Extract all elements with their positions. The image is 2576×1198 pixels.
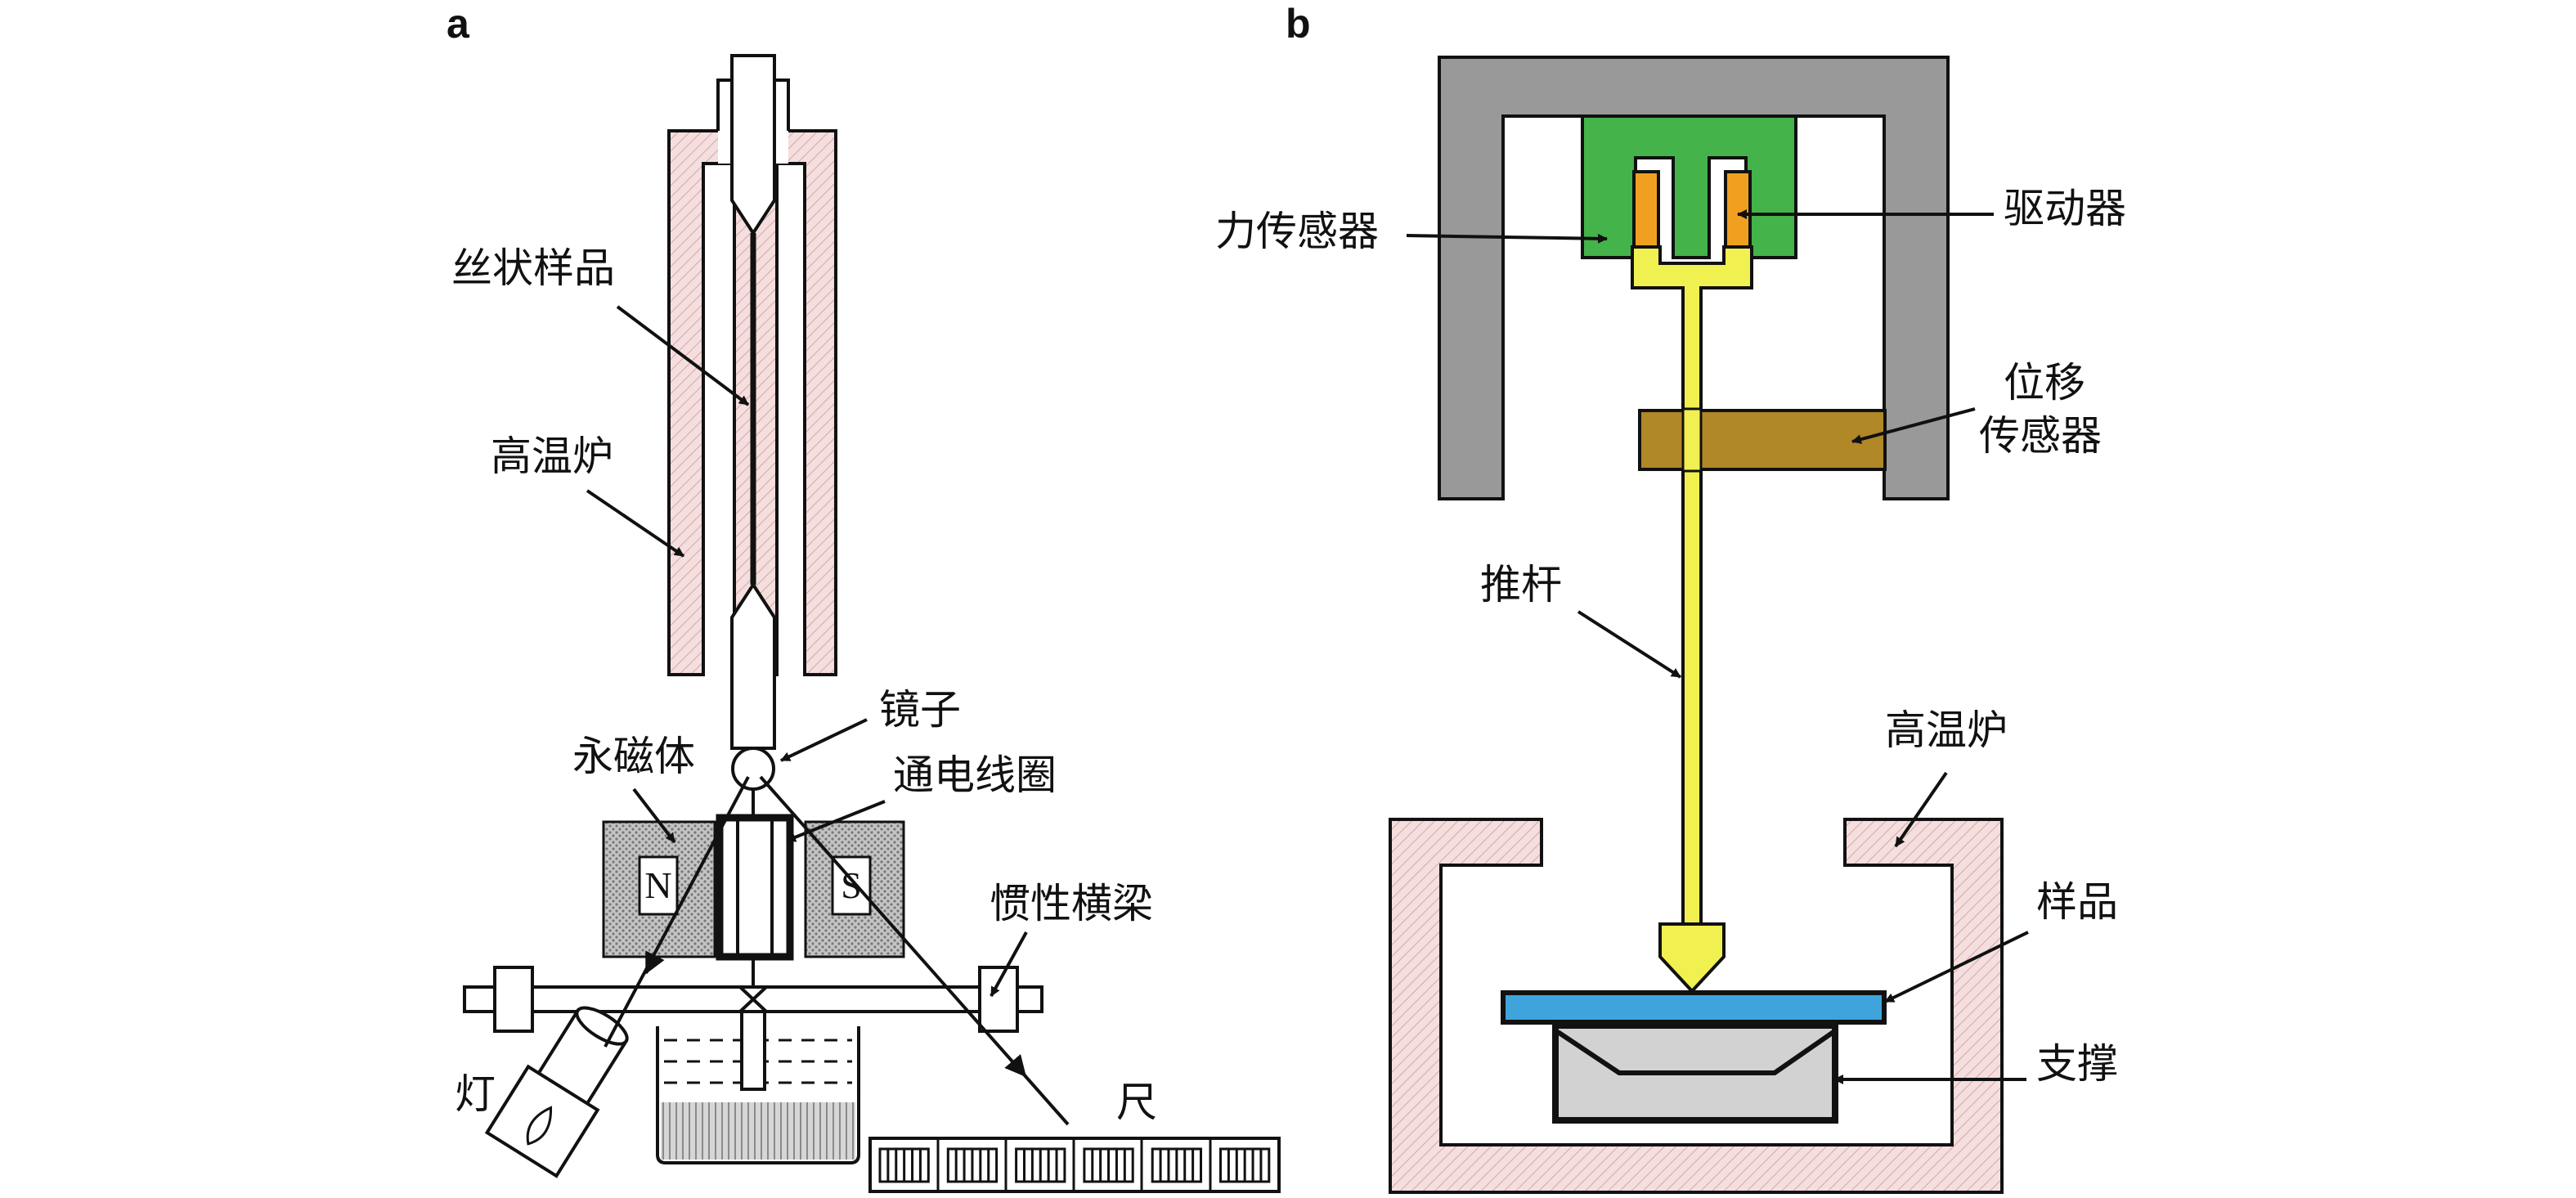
label-coil: 通电线圈 [893, 752, 1057, 799]
leader-force-sensor [1406, 233, 1608, 244]
label-ruler: 尺 [1116, 1079, 1157, 1126]
label-actuator: 驱动器 [2004, 185, 2126, 232]
label-force-sensor: 力传感器 [1215, 208, 1379, 255]
push-rod-tip [1658, 922, 1726, 994]
sample-plate [1501, 990, 1887, 1025]
panel-b: b 力传感器 驱动器 位移 传感器 推杆 高温炉 样品 [1215, 1, 2126, 1194]
light-incident-arrow [644, 950, 665, 975]
pole-n-label: N [644, 864, 671, 906]
label-beam: 惯性横梁 [990, 880, 1153, 927]
label-wire-sample: 丝状样品 [451, 245, 615, 292]
panel-a-label: a [447, 1, 470, 47]
actuator-left [1632, 170, 1660, 249]
ruler [868, 1137, 1281, 1193]
leader-coil [786, 800, 886, 842]
label-mirror: 镜子 [879, 686, 961, 734]
label-displacement-2: 传感器 [1979, 412, 2102, 460]
inertial-beam [463, 966, 1043, 1033]
load-frame [1438, 56, 1950, 500]
label-push-rod: 推杆 [1480, 561, 1562, 608]
furnace-b [1389, 818, 2004, 1194]
actuator-right [1724, 170, 1752, 249]
displacement-sensor [1638, 409, 1887, 471]
label-support: 支撑 [2036, 1040, 2118, 1088]
pole-n [638, 855, 679, 916]
panel-b-label: b [1286, 1, 1311, 47]
light-reflected-arrow [1004, 1054, 1027, 1078]
leader-furnace-a [586, 489, 685, 558]
label-magnet: 永磁体 [572, 733, 695, 780]
light-incident [604, 776, 750, 1048]
leader-beam [990, 931, 1028, 997]
label-furnace-a: 高温炉 [491, 433, 613, 480]
panel-a: a N S [447, 1, 1281, 1193]
leader-sample-b [1884, 931, 2029, 1003]
push-rod [1631, 245, 1753, 926]
leader-wire-sample [616, 305, 750, 406]
label-lamp: 灯 [455, 1070, 496, 1118]
force-sensor [1581, 114, 1797, 259]
leader-displacement [1851, 407, 1976, 444]
label-furnace-b: 高温炉 [1885, 707, 2008, 754]
leader-mirror [780, 718, 868, 762]
damping-bath [656, 1010, 860, 1164]
label-displacement-1: 位移 [2004, 359, 2085, 406]
leader-furnace-b [1894, 771, 1948, 848]
leader-push-rod [1577, 610, 1682, 679]
energized-coil [716, 814, 794, 961]
lamp [484, 1006, 629, 1178]
label-sample-b: 样品 [2036, 878, 2118, 926]
leader-magnet [632, 787, 676, 844]
